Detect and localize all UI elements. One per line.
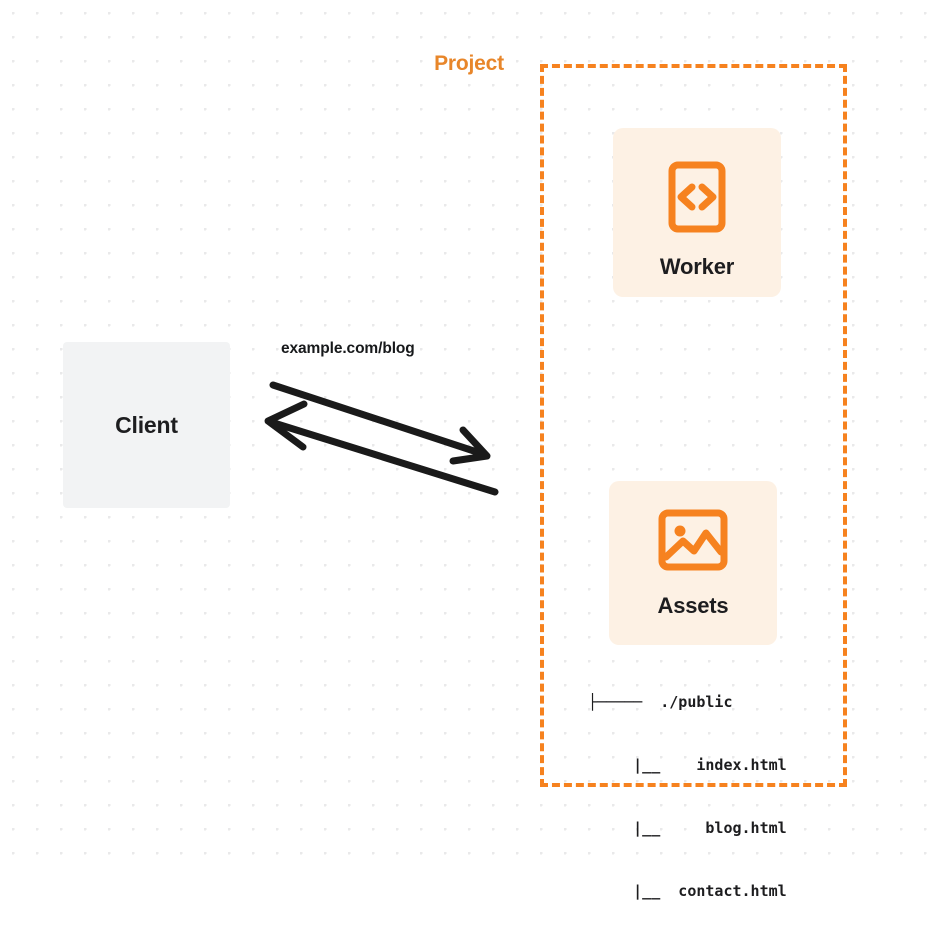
project-group-boundary xyxy=(540,64,847,787)
diagram-canvas: Client example.com/blog Project Worker xyxy=(0,0,938,900)
worker-card-label: Worker xyxy=(659,254,735,279)
project-group-label: Project xyxy=(427,52,511,76)
file-tree-row: ├───── ./public xyxy=(588,693,733,711)
request-arrow xyxy=(269,381,491,465)
connector-url-label: example.com/blog xyxy=(281,340,415,357)
client-label: Client xyxy=(115,411,178,438)
assets-file-tree: ├───── ./public |__ index.html |__ blog.… xyxy=(588,650,787,944)
image-icon xyxy=(658,509,728,571)
worker-card[interactable]: Worker xyxy=(613,128,781,297)
response-arrow xyxy=(264,400,499,496)
client-node: Client xyxy=(63,342,230,508)
file-tree-row: |__ blog.html xyxy=(588,819,787,837)
code-brackets-icon xyxy=(668,161,726,233)
assets-card-label: Assets xyxy=(657,593,729,618)
file-tree-row: |__ index.html xyxy=(588,756,787,774)
assets-card[interactable]: Assets xyxy=(609,481,777,645)
file-tree-row: |__ contact.html xyxy=(588,882,787,900)
